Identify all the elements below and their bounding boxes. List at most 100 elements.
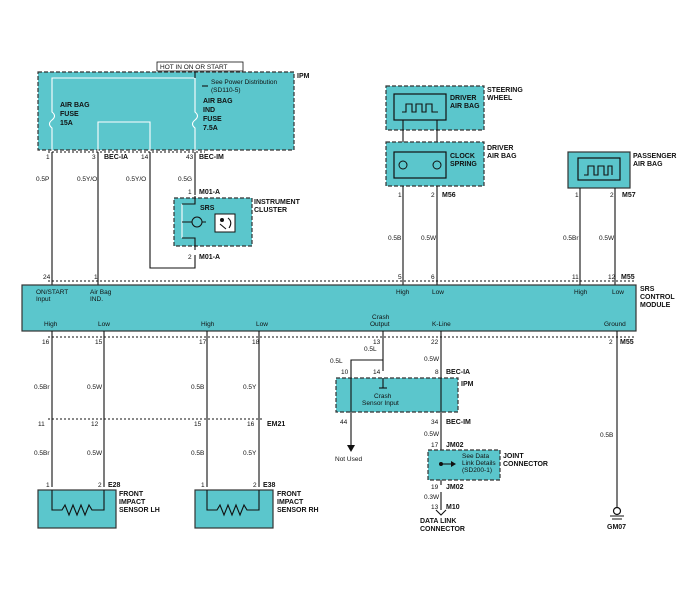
module-label-low-1: Low	[432, 289, 444, 296]
cluster-name-1: INSTRUMENT	[254, 199, 301, 206]
wire-label-05l-a: 0.5L	[330, 358, 343, 365]
joint-name-1: JOINT	[503, 453, 524, 460]
passenger-name-1: PASSENGER	[633, 153, 676, 160]
wire-label-lh-low-2: 0.5W	[87, 450, 103, 457]
jm02-conn-1: JM02	[446, 442, 464, 449]
steering-name-1: STEERING	[487, 87, 523, 94]
clock-name-2: AIR BAG	[487, 153, 517, 160]
fuse1-l2: FUSE	[60, 111, 79, 118]
ipm-pin-3: 3	[92, 154, 96, 161]
em21-pin-16: 16	[247, 421, 255, 428]
cluster-pin-2: 2	[188, 254, 192, 261]
module-label-high-lh: High	[44, 321, 58, 328]
sensor-lh-conn: E28	[108, 482, 121, 489]
em21-pin-15: 15	[194, 421, 202, 428]
fuse2-l2: IND	[203, 107, 215, 114]
ipm-name: IPM	[297, 73, 310, 80]
clock-spring-label-2: SPRING	[450, 161, 477, 168]
fuse2-l4: 7.5A	[203, 125, 218, 132]
module-label-crash: Crash	[372, 314, 390, 321]
wire-label-rh-low: 0.5Y	[243, 384, 257, 391]
see-details-arrow-icon	[451, 461, 456, 467]
driver-airbag-squib	[393, 93, 447, 121]
dlc-wire: 0.3W	[424, 494, 440, 501]
ipm-note: See Power Distribution	[211, 79, 277, 86]
ipm2-input-1: Crash	[374, 393, 392, 400]
joint-connector-box	[427, 449, 501, 481]
resistor-icon	[206, 490, 260, 517]
joint-note-3: (SD200-1)	[462, 467, 492, 474]
passenger-airbag-box	[567, 151, 631, 189]
sensor-lh-pin-2: 2	[98, 482, 102, 489]
clock-pin-1: 1	[398, 192, 402, 199]
clock-wire-1: 0.5B	[388, 235, 401, 242]
airbag-squib-icon	[402, 103, 438, 113]
module-pin-13: 13	[373, 339, 381, 346]
module-pin-5: 5	[398, 274, 402, 281]
sensor-wires	[51, 331, 260, 487]
clock-conn: M56	[442, 192, 456, 199]
module-pin-22: 22	[431, 339, 439, 346]
jm02-conn-2: JM02	[446, 484, 464, 491]
cluster-conn-1: M01-A	[199, 189, 220, 196]
ipm-conn-bec-im: BEC-IM	[199, 154, 224, 161]
ipm-box	[37, 71, 295, 151]
ipm2-conn-top: BEC-IA	[446, 369, 470, 376]
ipm2-input-2: Sensor Input	[362, 400, 399, 407]
passenger-wire-2: 0.5W	[599, 235, 615, 242]
wire-label-kline-1: 0.5W	[424, 356, 440, 363]
module-label-ground: Ground	[604, 321, 626, 328]
module-label-airbag: Air Bag	[90, 289, 112, 296]
passenger-squib	[577, 157, 621, 181]
module-pin-24: 24	[43, 274, 51, 281]
dlc-pin: 13	[431, 504, 439, 511]
module-pin-12: 12	[608, 274, 616, 281]
srs-control-module	[21, 284, 637, 332]
not-used-arrow-icon	[347, 445, 355, 452]
ipm-bus	[51, 77, 196, 86]
ipm2-pin-14: 14	[373, 369, 381, 376]
ipm2-pin-34: 34	[431, 419, 439, 426]
dlc-conn: M10	[446, 504, 460, 511]
label-w4: 0.5G	[178, 176, 192, 183]
passenger-wires	[579, 188, 616, 285]
ipm2-pin-44: 44	[340, 419, 348, 426]
steering-name-2: WHEEL	[487, 95, 513, 102]
label-w1: 0.5P	[36, 176, 49, 183]
module-pin-15: 15	[95, 339, 103, 346]
ipm-pin-14: 14	[141, 154, 149, 161]
wire-label-rh-low-2: 0.5Y	[243, 450, 257, 457]
passenger-pin-1: 1	[575, 192, 579, 199]
module-name-3: MODULE	[640, 302, 671, 309]
module-label-kline: K-Line	[432, 321, 451, 328]
fuse1-l1: AIR BAG	[60, 102, 90, 109]
hot-label-box	[156, 61, 244, 72]
passenger-wire-1: 0.5Br	[563, 235, 579, 242]
hot-label: HOT IN ON OR START	[160, 64, 228, 71]
em21-conn: EM21	[267, 421, 285, 428]
module-top-conn: M55	[621, 274, 635, 281]
fuse1-symbol	[48, 86, 56, 152]
ipm-pin-43: 43	[186, 154, 194, 161]
fuse2-l3: FUSE	[203, 116, 222, 123]
ipm-note-ref: (SD110-5)	[211, 87, 241, 94]
jm02-pin-19: 19	[431, 484, 439, 491]
sensor-lh-name-3: SENSOR LH	[119, 507, 160, 514]
sensor-rh-name-1: FRONT	[277, 491, 302, 498]
module-name-1: SRS	[640, 286, 655, 293]
passenger-conn: M57	[622, 192, 636, 199]
ipm2-pin-8: 8	[435, 369, 439, 376]
ipm2-box	[335, 377, 459, 413]
joint-note-1: See Data	[462, 453, 489, 460]
ipm2-name: IPM	[461, 381, 474, 388]
wire-label-rh-high-2: 0.5B	[191, 450, 204, 457]
module-label-low-rh: Low	[256, 321, 268, 328]
sensor-rh-conn: E38	[263, 482, 276, 489]
dlc-name-1: DATA LINK	[420, 518, 456, 525]
module-label-low-lh: Low	[98, 321, 110, 328]
passenger-name-2: AIR BAG	[633, 161, 663, 168]
ipm-pin-1: 1	[46, 154, 50, 161]
jm02-pin-17: 17	[431, 442, 439, 449]
resistor-icon	[51, 490, 105, 517]
wire-label-lh-high-2: 0.5Br	[34, 450, 50, 457]
